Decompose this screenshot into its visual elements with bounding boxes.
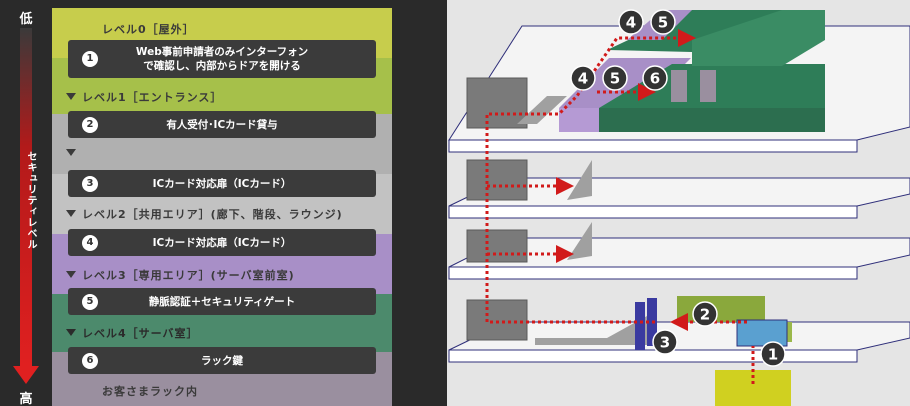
step-6-label: ラック鍵 [201,354,243,367]
marker-label: 2 [700,306,710,324]
level-4-title: レベル4［サーバ室］ [66,325,199,341]
step-2: 2 有人受付･ICカード貸与 [68,111,376,138]
marker-circle [652,329,678,355]
marker-circle [602,65,628,91]
step-4-label: ICカード対応扉（ICカード） [152,236,292,249]
building-diagram: 4 5 4 5 6 2 3 1 [447,0,910,406]
axis-high-label: 高 [19,392,33,406]
step-number: 2 [82,116,98,133]
step-number: 4 [82,234,98,251]
triangle-icon [66,210,76,217]
triangle-icon [66,93,76,100]
step-number: 5 [82,293,98,310]
marker-circle [650,9,676,35]
step-5: 5 静脈認証＋セキュリティゲート [68,288,376,315]
building-illustration: 4 5 4 5 6 2 3 1 [448,9,910,406]
triangle-icon [66,271,76,278]
axis-title: セキュリティレベル [25,150,36,250]
security-arrow [13,28,39,384]
step-number: 6 [82,352,98,369]
step-1-line-2: で確認し、内部からドアを開ける [143,60,301,72]
level-3-title: レベル3［専用エリア］(サーバ室前室) [66,267,295,283]
rack-title: お客さまラック内 [102,385,198,398]
marker-label: 6 [650,70,660,88]
marker-label: 5 [610,70,620,88]
marker-circle [618,9,644,35]
marker-circle [760,341,786,367]
step-4: 4 ICカード対応扉（ICカード） [68,229,376,256]
marker-label: 4 [578,70,588,88]
axis-low-label: 低 [19,12,33,27]
step-number: 3 [82,175,98,192]
security-levels-list: レベル0［屋外］ レベル1［エントランス］ レベル2［共用エリア］(廊下、階段、… [52,8,392,406]
rack-stacks [466,77,528,341]
level-1-title-text: レベル1［エントランス］ [82,91,223,104]
level-blank-title [66,147,82,160]
marker-circle [642,65,668,91]
level-4-title-text: レベル4［サーバ室］ [82,327,199,340]
marker-label: 5 [658,14,668,32]
triangle-icon [66,149,76,156]
marker-circle [692,301,718,327]
step-3: 3 ICカード対応扉（ICカード） [68,170,376,197]
diagram-markers: 4 5 4 5 6 2 3 1 [570,9,786,367]
step-5-label: 静脈認証＋セキュリティゲート [148,295,296,308]
level-2-title: レベル2［共用エリア］(廊下、階段、ラウンジ) [66,206,343,222]
step-3-label: ICカード対応扉（ICカード） [152,177,292,190]
triangle-icon [66,329,76,336]
level-1-title: レベル1［エントランス］ [66,89,222,105]
step-1: 1 Web事前申請者のみインターフォンで確認し、内部からドアを開ける [68,40,376,78]
step-6: 6 ラック鍵 [68,347,376,374]
marker-label: 1 [768,346,778,364]
level-2-title-text: レベル2［共用エリア］(廊下、階段、ラウンジ) [82,208,343,221]
step-number: 1 [82,51,98,67]
marker-circle [570,65,596,91]
step-1-line-1: Web事前申請者のみインターフォン [135,46,309,58]
level-3-title-text: レベル3［専用エリア］(サーバ室前室) [82,269,295,282]
marker-label: 3 [660,334,670,352]
marker-label: 4 [626,14,636,32]
step-2-label: 有人受付･ICカード貸与 [166,118,278,131]
entry-route [485,29,755,384]
level-0-title: レベル0［屋外］ [102,23,195,36]
security-level-axis: 低 セキュリティレベル 高 [0,0,52,406]
